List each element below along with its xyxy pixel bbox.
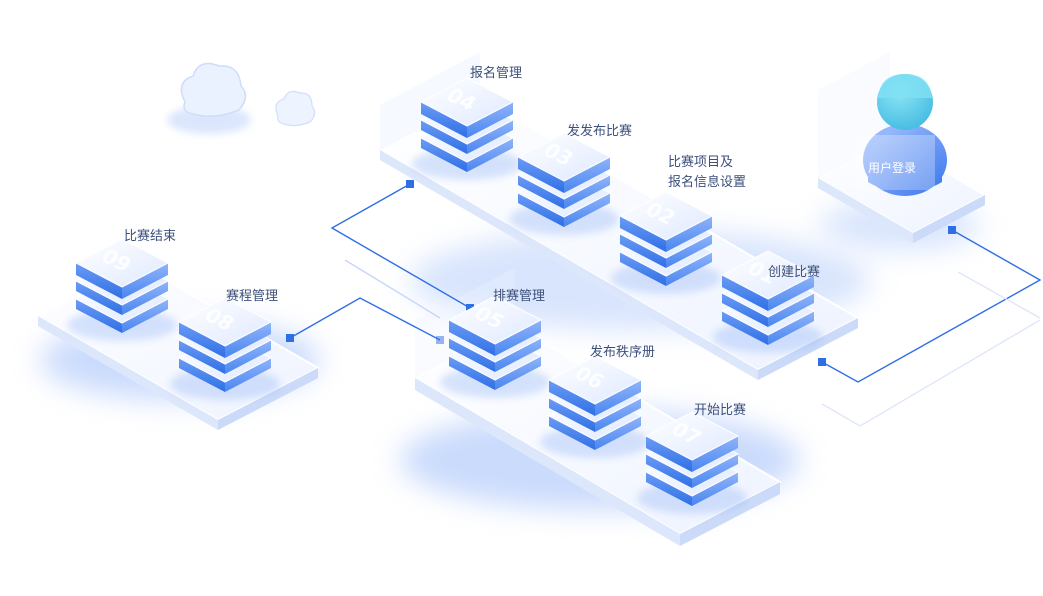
step-label: 报名管理 — [470, 65, 522, 81]
server-stack-icon — [447, 295, 543, 390]
step-blocks: 04报名管理03发发布比赛02比赛项目及报名信息设置09比赛结束01创建比赛05… — [67, 65, 823, 514]
flow-connectors — [289, 183, 1042, 427]
step-label: 创建比赛 — [768, 264, 820, 280]
server-stack-icon — [516, 132, 612, 227]
server-stack-icon — [547, 355, 643, 450]
step-label: 开始比赛 — [694, 402, 746, 418]
connector-nodes — [286, 180, 956, 366]
user-login-label: 用户登录 — [868, 160, 916, 175]
cloud-icon — [275, 90, 316, 127]
server-stack-icon — [644, 411, 740, 506]
server-stack-icon — [720, 250, 816, 345]
cloud-icon — [167, 62, 251, 134]
cloud-decor — [167, 62, 316, 134]
user-icon: 用户登录 — [855, 74, 947, 196]
server-stack-icon — [177, 297, 273, 392]
server-stack-icon — [74, 238, 170, 333]
step-label: 报名信息设置 — [668, 174, 746, 190]
server-stack-icon — [618, 191, 714, 286]
step-label: 比赛项目及 — [668, 154, 733, 170]
step-label: 排赛管理 — [493, 288, 545, 304]
server-stack-icon — [419, 77, 515, 172]
step-label: 比赛结束 — [124, 228, 176, 244]
step-label: 发布秩序册 — [590, 344, 655, 360]
step-label: 赛程管理 — [226, 288, 278, 304]
step-label: 发发布比赛 — [567, 123, 632, 139]
